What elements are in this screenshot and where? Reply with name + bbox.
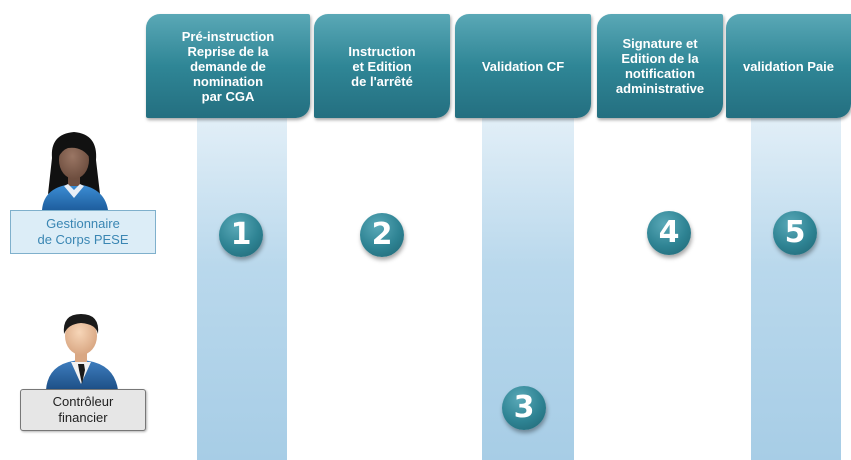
step-header-1: Pré-instruction Reprise de la demande de… xyxy=(146,14,310,118)
step-header-3: Validation CF xyxy=(455,14,591,118)
step-number-1: 1 xyxy=(219,213,263,257)
step-header-2: Instruction et Edition de l'arrêté xyxy=(314,14,450,118)
step-number-2: 2 xyxy=(360,213,404,257)
actor-label-gestionnaire: Gestionnaire de Corps PESE xyxy=(10,210,156,254)
column-step-5 xyxy=(751,110,841,460)
step-number-5: 5 xyxy=(773,211,817,255)
step-number-3: 3 xyxy=(502,386,546,430)
column-step-1 xyxy=(197,110,287,460)
step-header-3-text: Validation CF xyxy=(481,58,565,74)
step-header-4-text: Signature et Edition de la notification … xyxy=(615,36,705,96)
man-avatar-icon xyxy=(46,314,118,390)
step-header-1-text: Pré-instruction Reprise de la demande de… xyxy=(181,28,275,104)
step-header-5-text: validation Paie xyxy=(742,58,835,74)
step-header-2-text: Instruction et Edition de l'arrêté xyxy=(348,43,416,89)
actor-label-controleur: Contrôleur financier xyxy=(20,389,146,431)
woman-avatar-icon xyxy=(42,132,108,210)
step-header-5: validation Paie xyxy=(726,14,851,118)
step-header-4: Signature et Edition de la notification … xyxy=(597,14,723,118)
step-number-4: 4 xyxy=(647,211,691,255)
